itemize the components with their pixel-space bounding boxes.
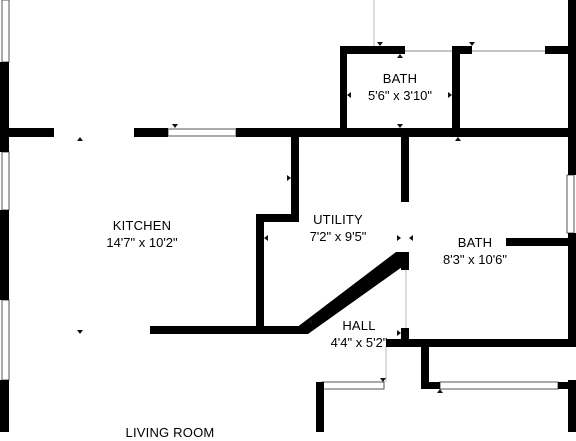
wall-hall-right [401, 328, 409, 346]
marker-smallbath-right [448, 92, 452, 98]
window-right-bath [566, 174, 575, 234]
window-bottom-room [439, 381, 559, 390]
marker-bottom-room [437, 389, 443, 393]
room-kitchen: KITCHEN 14'7" x 10'2" [72, 217, 212, 251]
wall-smallbath-left [340, 46, 347, 134]
wall-bottom-room-right [558, 382, 576, 389]
window-left-low [1, 299, 10, 381]
room-utility-dimensions: 7'2" x 9'5" [309, 229, 367, 244]
marker-kitchen-right [287, 175, 291, 181]
room-bath-dimensions: 8'3" x 10'6" [442, 252, 508, 267]
room-hall-name: HALL [342, 318, 376, 333]
marker-kitchen-top [77, 137, 83, 141]
marker-top-b [469, 42, 475, 46]
marker-top-a [377, 42, 383, 46]
wall-smallbath-top [340, 46, 405, 54]
room-living-room-name: LIVING ROOM [125, 425, 215, 440]
window-left-mid [1, 151, 10, 211]
window-kitchen-top [167, 128, 237, 137]
walls [0, 0, 576, 432]
wall-right-upper [568, 0, 576, 175]
marker-smallbath-top [397, 54, 403, 58]
wall-bath-stub [506, 238, 568, 246]
wall-mid-horizontal-b [134, 128, 168, 137]
room-bath: BATH 8'3" x 10'6" [420, 234, 530, 268]
wall-mid-horizontal-c [236, 128, 576, 137]
wall-right-lower [568, 233, 576, 343]
marker-kitchen-bottom [77, 330, 83, 334]
window-left-top [1, 0, 10, 63]
wall-utility-left [256, 214, 264, 334]
wall-diagonal [296, 252, 409, 334]
wall-left-2 [0, 210, 9, 300]
marker-smallbath-bottom [397, 124, 403, 128]
windows [1, 0, 575, 390]
marker-hall-right [397, 330, 401, 336]
wall-bottom-room-left [316, 382, 324, 432]
room-utility-name: UTILITY [313, 212, 363, 227]
room-kitchen-dimensions: 14'7" x 10'2" [106, 235, 178, 250]
marker-utility-bottom [366, 278, 370, 284]
floor-plan [0, 0, 576, 432]
wall-left-1 [0, 62, 9, 152]
wall-mid-horizontal-a [0, 128, 54, 137]
marker-smallbath-left [347, 92, 351, 98]
wall-smallbath-right [452, 46, 460, 134]
room-living-room: LIVING ROOM [100, 424, 240, 441]
room-bath-name: BATH [457, 235, 493, 250]
wall-right-bottom [568, 380, 576, 432]
marker-hall-bottom [380, 378, 386, 382]
wall-utility-step [256, 214, 299, 222]
room-bath-small-dimensions: 5'6" x 3'10" [367, 88, 433, 103]
marker-top-c [455, 137, 461, 141]
room-bath-small: BATH 5'6" x 3'10" [345, 70, 455, 104]
dimension-markers [77, 42, 475, 393]
marker-top-d [172, 124, 178, 128]
room-hall: HALL 4'4" x 5'2" [304, 317, 414, 351]
marker-utility-left [264, 235, 268, 241]
wall-smallbath-top-b [452, 46, 472, 54]
wall-utility-top-left [291, 134, 299, 222]
room-hall-dimensions: 4'4" x 5'2" [330, 335, 388, 350]
room-utility: UTILITY 7'2" x 9'5" [283, 211, 393, 245]
marker-bath-left [409, 235, 413, 241]
wall-kitchen-bottom [150, 326, 304, 334]
room-bath-small-name: BATH [382, 71, 418, 86]
wall-hall-post [421, 339, 429, 389]
wall-bottom-room-top [421, 382, 440, 389]
marker-utility-right [397, 235, 401, 241]
wall-hall-bottom [386, 339, 576, 347]
marker-hall-left [308, 319, 312, 325]
wall-utility-right-upper [401, 134, 409, 202]
wall-top-right [545, 46, 576, 54]
window-bottom-left [321, 381, 385, 390]
wall-left-3 [0, 380, 9, 432]
room-kitchen-name: KITCHEN [112, 218, 172, 233]
